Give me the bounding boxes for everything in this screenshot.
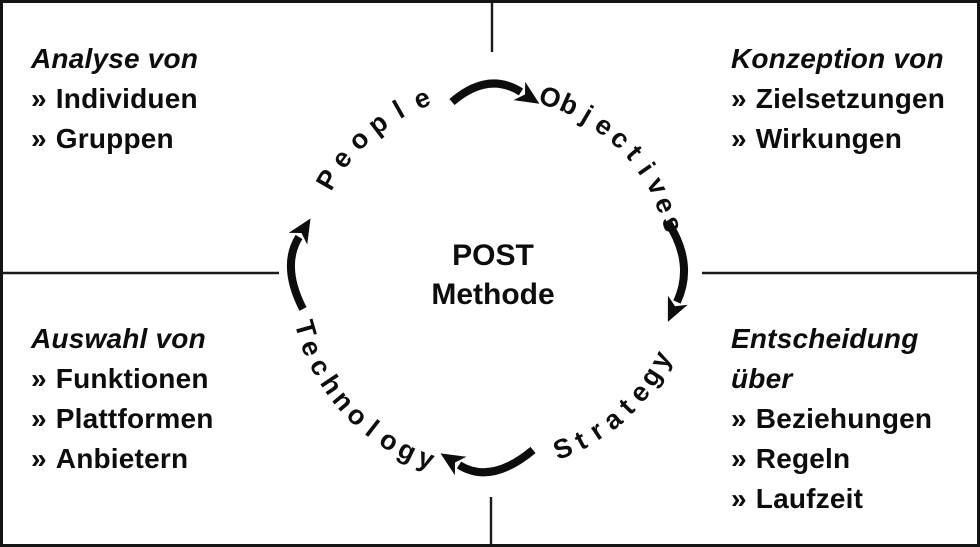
arrow-objectives-to-strategy-icon: [663, 218, 689, 322]
center-title-line2: Methode: [431, 278, 555, 311]
list-item-label: Laufzeit: [755, 483, 864, 514]
guillemet-bullet-icon: »: [731, 443, 747, 474]
quadrant-item-list: » Zielsetzungen » Wirkungen: [731, 79, 956, 159]
center-title: POST Methode: [431, 236, 554, 314]
list-item: » Laufzeit: [731, 479, 946, 519]
quadrant-item-list: » Funktionen » Plattformen » Anbietern: [31, 359, 214, 479]
quadrant-title: Konzeption von: [731, 43, 944, 74]
list-item-label: Wirkungen: [755, 123, 902, 154]
list-item-label: Individuen: [55, 83, 198, 114]
list-item-label: Regeln: [755, 443, 851, 474]
list-item: » Beziehungen: [731, 399, 946, 439]
list-item: » Wirkungen: [731, 119, 956, 159]
arrow-strategy-to-technology-icon: [440, 446, 536, 477]
quadrant-technology-selection: Auswahl von » Funktionen » Plattformen » Anbi…: [31, 319, 214, 479]
arrow-people-to-objectives-icon: [449, 79, 540, 106]
arc-letter: e: [325, 143, 359, 174]
arc-letter: s: [655, 212, 689, 235]
list-item: » Plattformen: [31, 399, 214, 439]
guillemet-bullet-icon: »: [31, 123, 47, 154]
quadrant-item-list: » Individuen » Gruppen: [31, 79, 198, 159]
arc-letter: l: [388, 94, 410, 125]
quadrant-people-analysis: Analyse von » Individuen » Gruppen: [31, 39, 198, 159]
list-item-label: Beziehungen: [755, 403, 933, 434]
list-item: » Gruppen: [31, 119, 198, 159]
quadrant-title: Auswahl von: [31, 323, 206, 354]
quadrant-objectives-conception: Konzeption von » Zielsetzungen » Wirkungen: [731, 39, 956, 159]
list-item: » Anbietern: [31, 439, 214, 479]
list-item-label: Gruppen: [55, 123, 174, 154]
list-item-label: Anbietern: [55, 443, 189, 474]
guillemet-bullet-icon: »: [731, 403, 747, 434]
list-item: » Funktionen: [31, 359, 214, 399]
arc-letter: e: [409, 81, 435, 116]
quadrant-strategy-decision: Entscheidung über » Beziehungen » Regeln » La…: [731, 319, 946, 519]
arc-letter: P: [310, 164, 346, 196]
guillemet-bullet-icon: »: [31, 403, 47, 434]
guillemet-bullet-icon: »: [31, 363, 47, 394]
list-item: » Individuen: [31, 79, 198, 119]
arrow-technology-to-people-icon: [286, 218, 311, 311]
list-item-label: Plattformen: [55, 403, 214, 434]
list-item: » Zielsetzungen: [731, 79, 956, 119]
guillemet-bullet-icon: »: [31, 83, 47, 114]
guillemet-bullet-icon: »: [731, 83, 747, 114]
list-item: » Regeln: [731, 439, 946, 479]
center-title-line1: POST: [452, 239, 534, 272]
quadrant-title: Entscheidung über: [731, 323, 919, 394]
guillemet-bullet-icon: »: [731, 123, 747, 154]
guillemet-bullet-icon: »: [31, 443, 47, 474]
quadrant-item-list: » Beziehungen » Regeln » Laufzeit: [731, 399, 946, 519]
list-item-label: Funktionen: [55, 363, 209, 394]
list-item-label: Zielsetzungen: [755, 83, 946, 114]
quadrant-title: Analyse von: [31, 43, 199, 74]
guillemet-bullet-icon: »: [731, 483, 747, 514]
